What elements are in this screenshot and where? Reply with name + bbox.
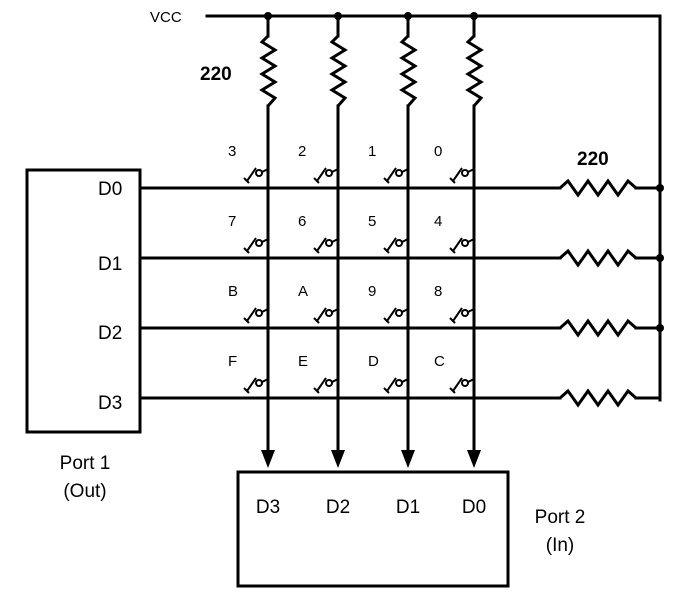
key-label-grid: 3 2 1 0 7 6 5 4B A 9 8F E D C [228, 143, 445, 370]
key-switch [243, 237, 269, 254]
port1-pin-1: D1 [98, 254, 122, 275]
column-2-arrow [401, 450, 415, 468]
row-3 [138, 388, 662, 408]
key-label: C [434, 353, 445, 370]
key-switch [313, 167, 339, 184]
port1-box [25, 168, 142, 434]
key-label: 5 [368, 213, 376, 230]
key-switch [449, 167, 475, 184]
key-switch [383, 307, 409, 324]
key-switch-grid [243, 167, 475, 394]
column-0-arrow [261, 450, 275, 468]
port2-box [236, 470, 510, 588]
key-label: 1 [368, 143, 376, 160]
key-switch [243, 167, 269, 184]
column-1 [329, 12, 348, 468]
pullup-resistor-label: 220 [200, 64, 232, 85]
port2-direction: (In) [546, 535, 575, 556]
key-switch [449, 237, 475, 254]
key-label: F [228, 353, 237, 370]
row-0 [138, 178, 664, 198]
key-switch [383, 237, 409, 254]
key-label: 2 [298, 143, 306, 160]
port2-pin-1: D2 [326, 497, 350, 518]
key-label: D [368, 353, 379, 370]
key-switch [313, 307, 339, 324]
key-switch [449, 377, 475, 394]
column-3-arrow [467, 450, 481, 468]
row-2 [138, 318, 664, 338]
key-label: 0 [434, 143, 442, 160]
port1-pin-0: D0 [98, 179, 122, 200]
key-switch [243, 377, 269, 394]
key-switch [383, 377, 409, 394]
port2-pin-3: D0 [462, 497, 486, 518]
key-label: E [298, 353, 308, 370]
vcc-rail [205, 14, 662, 402]
key-label: B [228, 283, 238, 300]
row-1 [138, 248, 664, 268]
key-switch [449, 307, 475, 324]
column-1-arrow [331, 450, 345, 468]
port1-pin-3: D3 [98, 393, 122, 414]
key-switch [313, 377, 339, 394]
key-switch [313, 237, 339, 254]
key-switch [243, 307, 269, 324]
key-switch [383, 167, 409, 184]
column-3 [465, 12, 484, 468]
port2-name: Port 2 [535, 507, 586, 528]
key-label: A [298, 283, 308, 300]
key-label: 6 [298, 213, 306, 230]
column-0 [259, 12, 278, 468]
key-label: 8 [434, 283, 442, 300]
port1-name: Port 1 [60, 453, 111, 474]
port1-direction: (Out) [63, 481, 106, 502]
column-2 [399, 12, 418, 468]
key-label: 9 [368, 283, 376, 300]
vcc-label: VCC [150, 9, 182, 26]
row-resistor-label: 220 [577, 149, 609, 170]
key-label: 7 [228, 213, 236, 230]
port1-pin-2: D2 [98, 323, 122, 344]
key-label: 3 [228, 143, 236, 160]
port2-pin-0: D3 [256, 497, 280, 518]
port2-pin-2: D1 [396, 497, 420, 518]
key-label: 4 [434, 213, 442, 230]
